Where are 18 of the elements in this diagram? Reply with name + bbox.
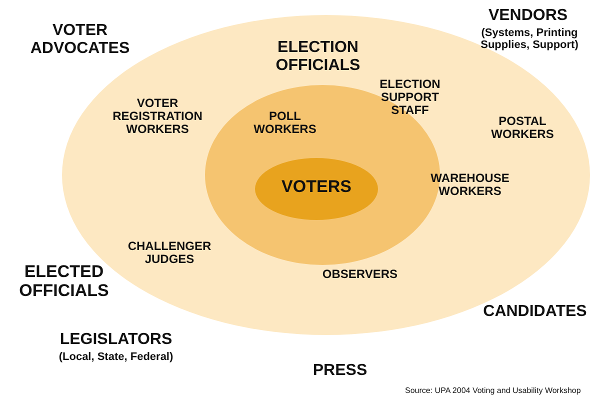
group-label: PRESS — [312, 362, 368, 380]
source-note: Source: UPA 2004 Voting and Usability Workshop — [405, 387, 581, 396]
group-note: (Systems, Printing Supplies, Support) — [480, 27, 580, 52]
group-label: VENDORS — [487, 7, 569, 25]
group-label: VOTER REGISTRATION WORKERS — [112, 97, 204, 137]
group-label: CANDIDATES — [482, 303, 588, 321]
group-label: CHALLENGER JUDGES — [126, 240, 212, 266]
group-label: ELECTION SUPPORT STAFF — [378, 78, 442, 118]
group-note: (Local, State, Federal) — [58, 351, 174, 364]
group-label: LEGISLATORS — [58, 331, 174, 349]
group-label: VOTER ADVOCATES — [29, 22, 131, 58]
group-label: OBSERVERS — [321, 268, 399, 282]
ellipse-heading: VOTERS — [280, 178, 352, 197]
group-label: POSTAL WORKERS — [490, 115, 555, 142]
group-label: WAREHOUSE WORKERS — [430, 172, 510, 198]
ellipse-heading: POLL WORKERS — [252, 110, 318, 136]
ellipse-heading: ELECTION OFFICIALS — [274, 39, 362, 74]
group-label: ELECTED OFFICIALS — [18, 263, 110, 300]
